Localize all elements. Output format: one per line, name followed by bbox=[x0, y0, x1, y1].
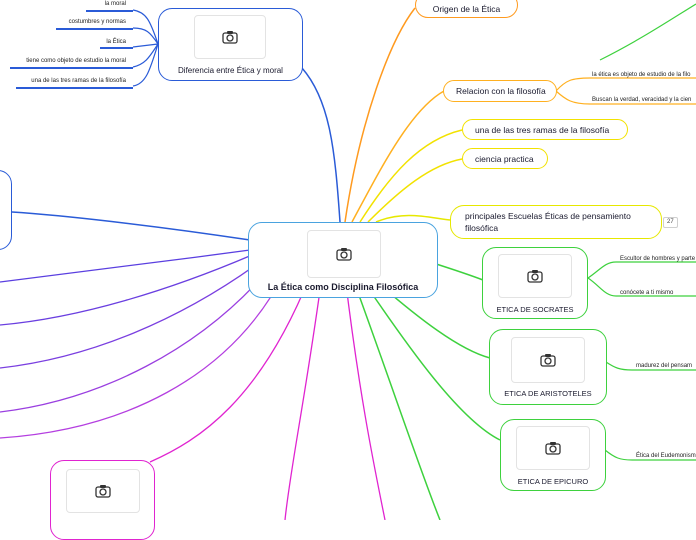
image-placeholder bbox=[498, 254, 572, 298]
topic-bottom-partial[interactable] bbox=[50, 460, 155, 540]
connector-magenta-1 bbox=[0, 271, 286, 439]
connector-origen bbox=[344, 7, 416, 223]
image-placeholder bbox=[194, 15, 266, 59]
camera-icon bbox=[527, 270, 543, 283]
topic-ramas-title: una de las tres ramas de la filosofía bbox=[475, 124, 610, 135]
central-topic[interactable]: La Ética como Disciplina Filosófica bbox=[248, 222, 438, 298]
connector-relacion-leaves bbox=[555, 77, 696, 105]
leaf-socrates-2[interactable]: conócete a ti mismo bbox=[620, 290, 674, 296]
leaf-underline bbox=[16, 87, 133, 89]
leaf-tres-ramas[interactable]: una de las tres ramas de la filosofía bbox=[31, 78, 126, 84]
topic-ramas[interactable]: una de las tres ramas de la filosofía bbox=[462, 119, 628, 140]
camera-icon bbox=[540, 354, 556, 367]
leaf-underline bbox=[100, 47, 133, 49]
leaf-aristoteles-1[interactable]: madurez del pensam bbox=[636, 363, 693, 369]
topic-ciencia-title: ciencia practica bbox=[475, 153, 534, 164]
topic-aristoteles[interactable]: ETICA DE ARISTOTELES bbox=[489, 329, 607, 405]
topic-left-partial[interactable] bbox=[0, 170, 12, 250]
leaf-la-etica[interactable]: la Ética bbox=[106, 39, 126, 45]
leaf-underline bbox=[10, 67, 133, 69]
count-badge[interactable]: 27 bbox=[663, 217, 678, 228]
connector-diferencia-leaves bbox=[132, 9, 159, 87]
connector-epicuro bbox=[359, 275, 501, 441]
leaf-underline bbox=[56, 28, 133, 30]
leaf-objeto-estudio[interactable]: tiene como objeto de estudio la moral bbox=[26, 58, 126, 64]
connector-socrates-leaves bbox=[587, 261, 696, 297]
camera-icon bbox=[545, 442, 561, 455]
image-placeholder bbox=[511, 337, 585, 383]
connector-green-top bbox=[599, 3, 696, 61]
camera-icon bbox=[336, 248, 352, 261]
topic-epicuro[interactable]: ETICA DE EPICURO bbox=[500, 419, 606, 491]
leaf-epicuro-1[interactable]: Ética del Eudemonism bbox=[636, 453, 696, 459]
camera-icon bbox=[95, 485, 111, 498]
topic-ciencia[interactable]: ciencia practica bbox=[462, 148, 548, 169]
topic-diferencia-title: Diferencia entre Ética y moral bbox=[178, 66, 283, 75]
connector-purple-2 bbox=[0, 254, 253, 326]
connector-ramas bbox=[359, 129, 463, 223]
connector-magenta-2 bbox=[149, 275, 311, 463]
central-title: La Ética como Disciplina Filosófica bbox=[267, 282, 419, 292]
topic-socrates-title: ETICA DE SOCRATES bbox=[496, 305, 574, 314]
topic-socrates[interactable]: ETICA DE SOCRATES bbox=[482, 247, 588, 319]
topic-epicuro-title: ETICA DE EPICURO bbox=[517, 477, 589, 486]
connector-ciencia bbox=[367, 158, 463, 223]
connector-left-box bbox=[11, 211, 251, 241]
leaf-moral[interactable]: la moral bbox=[104, 1, 126, 7]
topic-escuelas-title: principales Escuelas Éticas de pensamien… bbox=[465, 211, 631, 233]
topic-origen-title: Origen de la Ética bbox=[432, 4, 501, 14]
leaf-relacion-2[interactable]: Buscan la verdad, veracidad y la cien bbox=[592, 97, 692, 103]
camera-icon bbox=[222, 31, 238, 44]
connector-green-bottom bbox=[351, 275, 441, 520]
leaf-socrates-1[interactable]: Escultor de hombres y parte bbox=[620, 256, 696, 262]
connector-purple-3 bbox=[0, 261, 261, 369]
connector-diferencia bbox=[301, 67, 341, 223]
connector-aristoteles-leaf bbox=[605, 361, 696, 371]
connector-purple-4 bbox=[0, 267, 271, 413]
connector-relacion bbox=[351, 90, 445, 223]
leaf-relacion-1[interactable]: la ética es objeto de estudio de la filo bbox=[592, 72, 691, 78]
image-placeholder bbox=[66, 469, 140, 513]
topic-escuelas[interactable]: principales Escuelas Éticas de pensamien… bbox=[450, 205, 662, 239]
topic-relacion[interactable]: Relacion con la filosofía bbox=[443, 80, 557, 102]
connector-magenta-4 bbox=[344, 275, 386, 520]
connector-escuelas bbox=[375, 214, 451, 223]
topic-relacion-title: Relacion con la filosofía bbox=[456, 86, 546, 96]
connector-epicuro-leaf bbox=[604, 449, 696, 461]
leaf-underline bbox=[86, 10, 133, 12]
leaf-costumbres[interactable]: costumbres y normas bbox=[68, 19, 126, 25]
image-placeholder bbox=[307, 230, 381, 278]
image-placeholder bbox=[516, 426, 590, 470]
connector-magenta-3 bbox=[284, 275, 323, 520]
connector-purple-1 bbox=[0, 249, 251, 283]
topic-diferencia[interactable]: Diferencia entre Ética y moral bbox=[158, 8, 303, 81]
topic-aristoteles-title: ETICA DE ARISTOTELES bbox=[504, 389, 592, 398]
topic-origen[interactable]: Origen de la Ética bbox=[415, 0, 518, 18]
